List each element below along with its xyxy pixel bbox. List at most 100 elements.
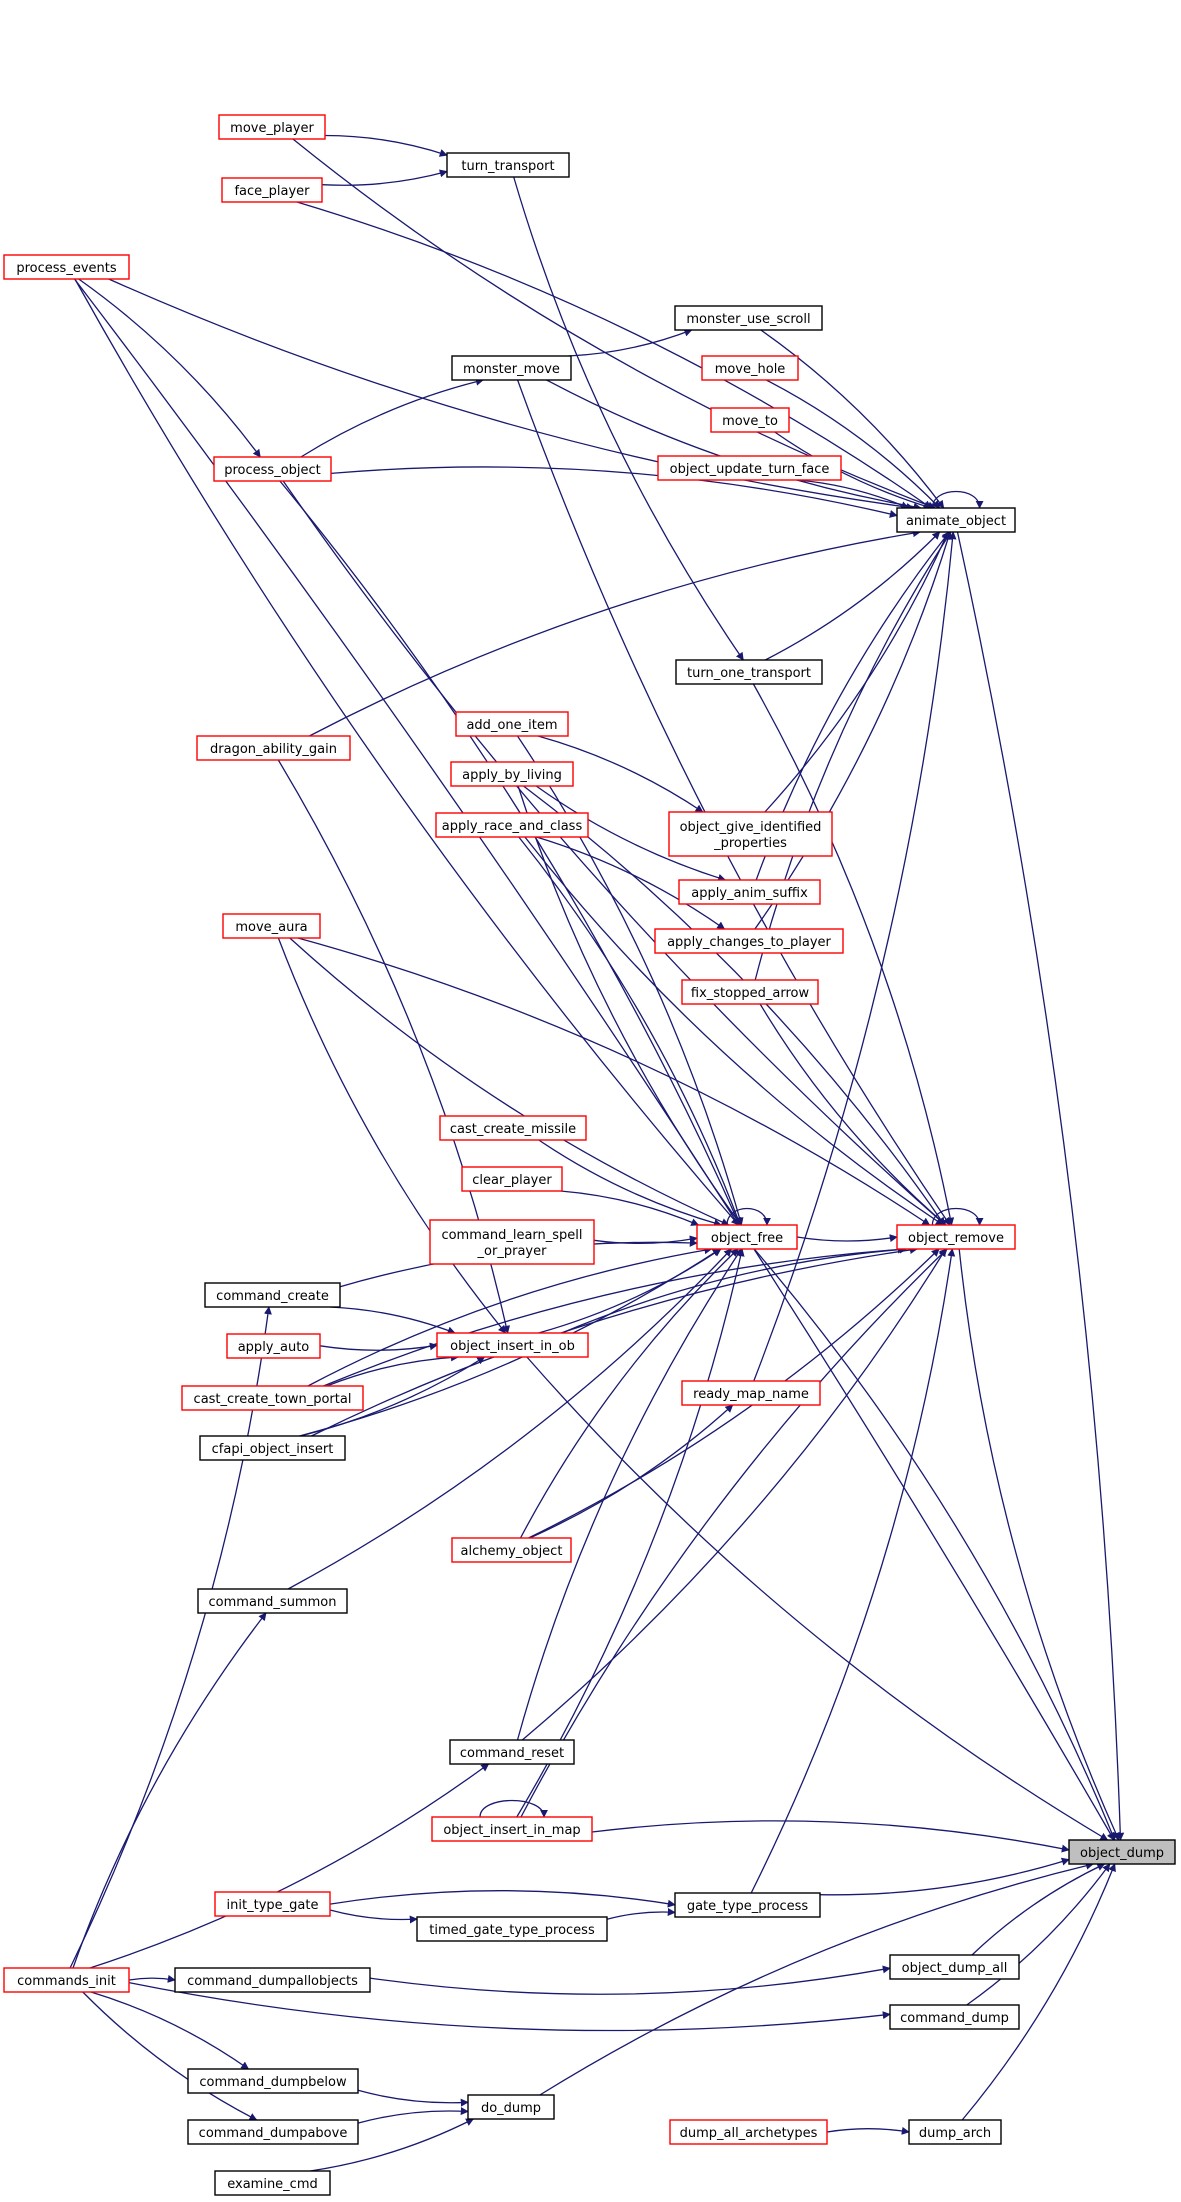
node-dump_all_archetypes[interactable]: dump_all_archetypes [669, 2119, 828, 2145]
node-move_to[interactable]: move_to [710, 407, 790, 433]
edge-face_player-to-animate_object [296, 201, 932, 509]
edge-object_insert_in_map-to-object_insert_in_map [479, 1799, 548, 1818]
node-box [450, 761, 574, 787]
node-label: alchemy_object [461, 1544, 563, 1559]
node-cfapi_object_insert[interactable]: cfapi_object_insert [199, 1435, 346, 1461]
node-box [221, 177, 323, 203]
node-label: dump_all_archetypes [680, 2126, 818, 2141]
node-label: init_type_gate [227, 1898, 319, 1913]
edge-ready_map_name-to-animate_object [753, 531, 957, 1382]
node-move_aura[interactable]: move_aura [222, 913, 321, 939]
edge-object_free-to-object_free [726, 1207, 771, 1226]
node-label: fix_stopped_arrow [691, 986, 810, 1001]
edge-monster_move-to-monster_use_scroll [568, 328, 693, 357]
node-object_dump_all[interactable]: object_dump_all [889, 1954, 1020, 1980]
edge-object_insert_in_map-to-object_remove [520, 1248, 948, 1818]
edge-add_one_item-to-object_free [516, 735, 744, 1226]
node-label-line2: _properties [713, 836, 787, 851]
node-label: object_insert_in_ob [450, 1339, 575, 1354]
node-clear_player[interactable]: clear_player [461, 1166, 563, 1192]
node-object_update_turn_face[interactable]: object_update_turn_face [657, 455, 842, 481]
node-box [187, 2119, 359, 2145]
node-commands_init[interactable]: commands_init [3, 1967, 130, 1993]
node-command_summon[interactable]: command_summon [197, 1588, 348, 1614]
edge-commands_init-to-command_dumpabove [82, 1991, 258, 2121]
node-label: command_learn_spell [441, 1228, 582, 1243]
node-command_reset[interactable]: command_reset [449, 1739, 575, 1765]
node-apply_changes_to_player[interactable]: apply_changes_to_player [654, 928, 844, 954]
node-box [1068, 1839, 1176, 1865]
node-do_dump[interactable]: do_dump [467, 2094, 555, 2120]
edge-object_update_turn_face-to-animate_object [797, 479, 910, 509]
edge-object_insert_in_map-to-object_dump [591, 1820, 1070, 1853]
edge-command_dumpbelow-to-do_dump [357, 2089, 469, 2107]
nodes-layer: object_dumpanimate_objectobject_removeob… [3, 114, 1176, 2196]
node-cast_create_town_portal[interactable]: cast_create_town_portal [181, 1385, 364, 1411]
node-alchemy_object[interactable]: alchemy_object [451, 1537, 572, 1563]
node-box [196, 735, 351, 761]
node-command_dumpbelow[interactable]: command_dumpbelow [187, 2068, 359, 2094]
node-label: object_dump [1080, 1846, 1164, 1861]
node-cast_create_missile[interactable]: cast_create_missile [439, 1115, 587, 1141]
node-box [896, 507, 1016, 533]
node-label: do_dump [481, 2101, 541, 2116]
node-command_dump[interactable]: command_dump [889, 2004, 1020, 2030]
node-turn_transport[interactable]: turn_transport [446, 152, 570, 178]
node-label: apply_changes_to_player [667, 935, 831, 950]
node-label: move_hole [715, 362, 786, 377]
edge-process_events-to-object_dump [73, 278, 1115, 1841]
node-gate_type_process[interactable]: gate_type_process [674, 1892, 821, 1918]
node-apply_auto[interactable]: apply_auto [226, 1333, 321, 1359]
edge-process_events-to-object_free [74, 278, 740, 1226]
node-object_give_identified_properties[interactable]: object_give_identified_properties [668, 811, 833, 857]
node-apply_anim_suffix[interactable]: apply_anim_suffix [678, 879, 821, 905]
edge-dump_arch-to-object_dump [961, 1863, 1116, 2121]
node-object_dump[interactable]: object_dump [1068, 1839, 1176, 1865]
node-box [416, 1916, 608, 1942]
node-box [696, 1224, 798, 1250]
edge-object_remove-to-object_dump [958, 1248, 1120, 1841]
node-label: move_to [722, 414, 778, 429]
node-box [174, 1967, 371, 1993]
node-box [435, 812, 589, 838]
node-ready_map_name[interactable]: ready_map_name [681, 1380, 821, 1406]
node-box [199, 1435, 346, 1461]
node-turn_one_transport[interactable]: turn_one_transport [675, 659, 823, 685]
node-label: command_dumpbelow [199, 2075, 347, 2090]
node-timed_gate_type_process[interactable]: timed_gate_type_process [416, 1916, 608, 1942]
node-box [657, 455, 842, 481]
node-fix_stopped_arrow[interactable]: fix_stopped_arrow [681, 979, 819, 1005]
node-apply_by_living[interactable]: apply_by_living [450, 761, 574, 787]
node-monster_move[interactable]: monster_move [451, 355, 572, 381]
node-box [674, 305, 823, 331]
node-animate_object[interactable]: animate_object [896, 507, 1016, 533]
node-command_create[interactable]: command_create [204, 1282, 341, 1308]
node-label: monster_move [463, 362, 560, 377]
node-face_player[interactable]: face_player [221, 177, 323, 203]
node-dump_arch[interactable]: dump_arch [908, 2119, 1002, 2145]
node-move_player[interactable]: move_player [218, 114, 326, 140]
node-process_object[interactable]: process_object [213, 456, 332, 482]
node-label: object_remove [908, 1231, 1004, 1246]
node-object_free[interactable]: object_free [696, 1224, 798, 1250]
edge-cast_create_missile-to-object_free [538, 1139, 722, 1227]
node-command_dumpabove[interactable]: command_dumpabove [187, 2119, 359, 2145]
node-add_one_item[interactable]: add_one_item [455, 711, 569, 737]
edge-dragon_ability_gain-to-animate_object [309, 529, 921, 737]
node-apply_race_and_class[interactable]: apply_race_and_class [435, 812, 589, 838]
node-object_remove[interactable]: object_remove [896, 1224, 1016, 1250]
node-init_type_gate[interactable]: init_type_gate [214, 1891, 331, 1917]
node-dragon_ability_gain[interactable]: dragon_ability_gain [196, 735, 351, 761]
node-examine_cmd[interactable]: examine_cmd [214, 2170, 331, 2196]
node-command_dumpallobjects[interactable]: command_dumpallobjects [174, 1967, 371, 1993]
node-command_learn_spell_or_prayer[interactable]: command_learn_spell_or_prayer [429, 1219, 595, 1265]
node-monster_use_scroll[interactable]: monster_use_scroll [674, 305, 823, 331]
node-object_insert_in_map[interactable]: object_insert_in_map [431, 1816, 593, 1842]
edge-process_events-to-animate_object [108, 278, 915, 511]
node-object_insert_in_ob[interactable]: object_insert_in_ob [436, 1332, 589, 1358]
node-process_events[interactable]: process_events [3, 254, 130, 280]
node-box [218, 114, 326, 140]
node-label: command_dumpabove [199, 2126, 348, 2141]
node-label: animate_object [906, 514, 1006, 529]
node-move_hole[interactable]: move_hole [701, 355, 799, 381]
